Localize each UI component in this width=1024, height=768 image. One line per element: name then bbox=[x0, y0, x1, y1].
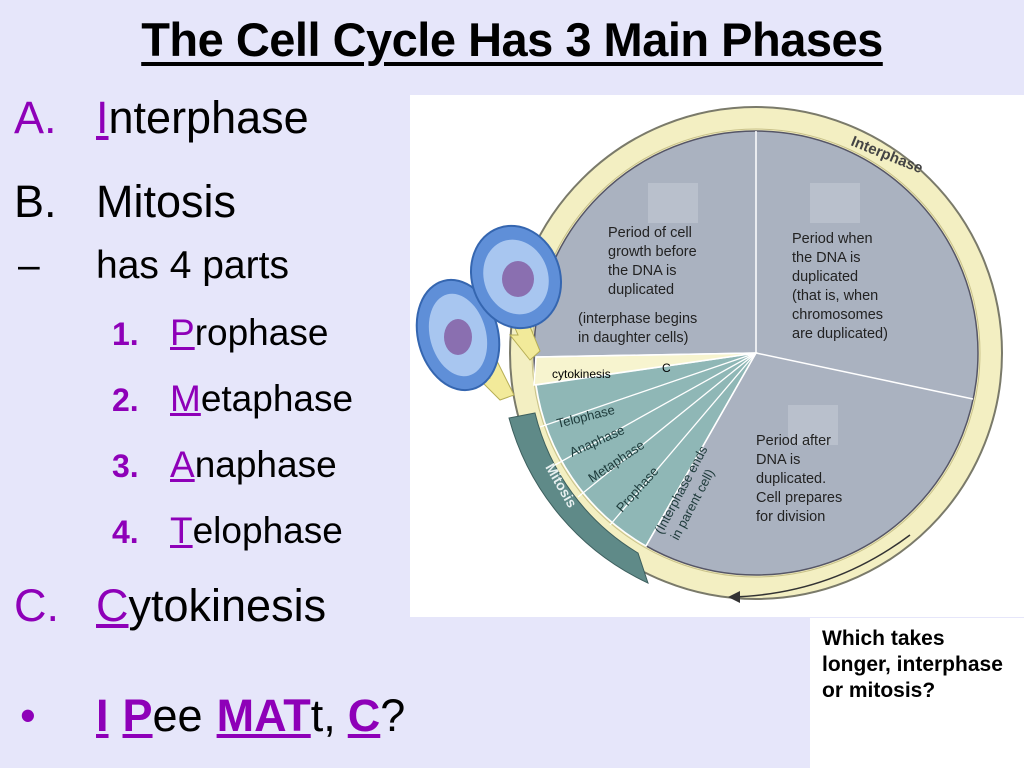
cell-cycle-svg: Interphase Mitosis Period of cell growth… bbox=[415, 106, 1003, 603]
cytokinesis-label: cytokinesis bbox=[552, 367, 611, 381]
g1-line: growth before bbox=[608, 244, 697, 260]
g1-line: (interphase begins bbox=[578, 311, 697, 327]
mnemonic-ee: ee bbox=[152, 690, 203, 741]
g1-line: Period of cell bbox=[608, 225, 692, 241]
part-rest: naphase bbox=[194, 444, 337, 485]
mnemonic-p: P bbox=[122, 690, 153, 741]
ring-arrow bbox=[729, 534, 911, 598]
part-initial: A bbox=[170, 444, 195, 485]
mnemonic-mat: MAT bbox=[216, 690, 311, 741]
outline-subitem: – has 4 parts bbox=[18, 244, 289, 288]
question-box: Which takes longer, interphase or mitosi… bbox=[810, 618, 1024, 768]
mnemonic-i: I bbox=[96, 690, 109, 741]
daughter-cell-nucleus bbox=[502, 261, 534, 297]
s-line: are duplicated) bbox=[792, 326, 888, 342]
outline-marker-c: C. bbox=[14, 580, 59, 631]
divider-pro-end bbox=[609, 352, 757, 526]
part-rest: elophase bbox=[192, 510, 343, 551]
interphase-initial: I bbox=[96, 92, 109, 143]
mnemonic-c: C bbox=[347, 690, 381, 741]
g1-line: in daughter cells) bbox=[578, 330, 688, 346]
s-line: (that is, when bbox=[792, 288, 878, 304]
g1-line: the DNA is bbox=[608, 263, 677, 279]
mitosis-parts-text: has 4 parts bbox=[96, 244, 289, 287]
mitosis-band bbox=[508, 412, 649, 584]
cytokinesis-letter: C bbox=[662, 361, 671, 375]
divider-ana-meta bbox=[554, 352, 757, 466]
ring-arrowhead bbox=[728, 591, 740, 603]
mitosis-text: Mitosis bbox=[96, 176, 237, 227]
bullet: • bbox=[20, 690, 36, 741]
placeholder-box-g1 bbox=[648, 183, 698, 223]
part-number: 2. bbox=[112, 382, 139, 418]
s-line: chromosomes bbox=[792, 307, 883, 323]
outline-marker-b: B. bbox=[14, 176, 57, 227]
part-rest: rophase bbox=[194, 312, 329, 353]
s-line: duplicated bbox=[792, 269, 858, 285]
divider-meta-pro bbox=[577, 352, 757, 498]
g2-line: for division bbox=[756, 509, 825, 525]
g1-line: duplicated bbox=[608, 282, 674, 298]
mnemonic-question: ? bbox=[380, 690, 406, 741]
part-initial: P bbox=[170, 312, 195, 353]
outline-marker-a: A. bbox=[14, 92, 57, 143]
g1-description: Period of cell growth before the DNA is … bbox=[578, 225, 697, 346]
placeholder-box-s bbox=[810, 183, 860, 223]
g2-line: duplicated. bbox=[756, 471, 826, 487]
mitosis-wedge-region bbox=[535, 352, 758, 548]
cell-cycle-diagram: Interphase Mitosis Period of cell growth… bbox=[410, 95, 1024, 617]
cytokinesis-initial: C bbox=[96, 580, 129, 631]
g2-line: DNA is bbox=[756, 452, 800, 468]
s-description: Period when the DNA is duplicated (that … bbox=[792, 231, 888, 342]
divider-telo-ana bbox=[539, 352, 757, 428]
g2-line: Cell prepares bbox=[756, 490, 842, 506]
part-initial: M bbox=[170, 378, 201, 419]
daughter-cell-nucleus bbox=[444, 319, 472, 355]
outline-item-mitosis: B. Mitosis bbox=[14, 176, 236, 228]
page-title: The Cell Cycle Has 3 Main Phases bbox=[141, 13, 883, 66]
interphase-rest: nterphase bbox=[108, 92, 309, 143]
mnemonic-t: t, bbox=[310, 690, 336, 741]
placeholder-box-g2 bbox=[788, 405, 838, 445]
part-rest: etaphase bbox=[200, 378, 354, 419]
divider-m-g1 bbox=[535, 352, 757, 358]
daughter-cells-icon bbox=[415, 224, 563, 392]
part-number: 4. bbox=[112, 514, 139, 550]
g2-line: Period after bbox=[756, 433, 831, 449]
part-initial: T bbox=[170, 510, 193, 551]
s-line: Period when bbox=[792, 231, 873, 247]
outline-dash: – bbox=[18, 244, 40, 287]
part-number: 3. bbox=[112, 448, 139, 484]
part-number: 1. bbox=[112, 316, 139, 352]
cytokinesis-rest: ytokinesis bbox=[128, 580, 327, 631]
g2-description: Period after DNA is duplicated. Cell pre… bbox=[756, 433, 842, 525]
divider-s-g2 bbox=[755, 352, 974, 400]
divider-g2-m bbox=[645, 352, 757, 547]
s-line: the DNA is bbox=[792, 250, 861, 266]
